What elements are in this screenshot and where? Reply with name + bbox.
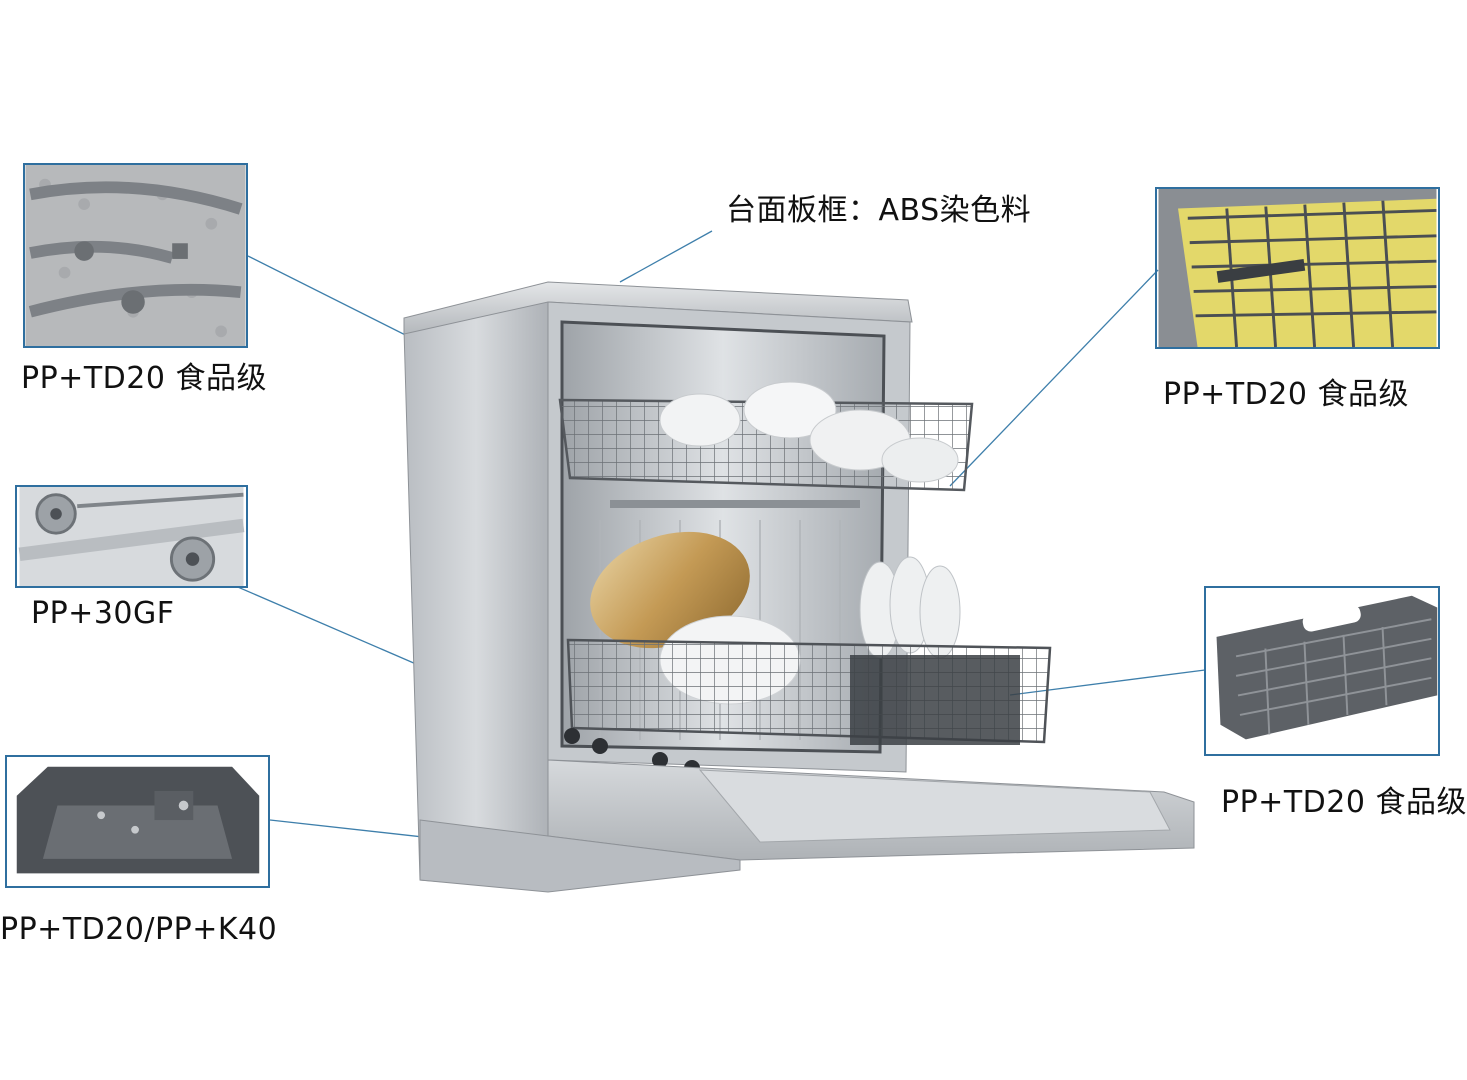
base-kickplate bbox=[419, 819, 741, 893]
upper-rack bbox=[558, 381, 974, 492]
upper-rack-material-label: PP+TD20 食品级 bbox=[1163, 377, 1409, 412]
spray-arm-material-label: PP+TD20 食品级 bbox=[21, 361, 267, 396]
spray-arm-photo bbox=[23, 163, 248, 348]
rack-wheel bbox=[564, 728, 580, 744]
rack-wheel-photo bbox=[15, 485, 248, 588]
upper-rack-image bbox=[1158, 189, 1437, 348]
lower-rack bbox=[566, 638, 1052, 745]
cutlery-basket-material-label: PP+TD20 食品级 bbox=[1221, 785, 1467, 820]
wheel-material-label: PP+30GF bbox=[31, 596, 175, 631]
cutlery-basket-in-rack bbox=[850, 655, 1020, 745]
rack-wheel-image bbox=[18, 487, 245, 586]
base-photo bbox=[5, 755, 270, 888]
cutlery-basket-photo bbox=[1204, 586, 1440, 756]
spray-arm-image bbox=[25, 165, 246, 346]
cabinet-side-panel bbox=[403, 295, 549, 891]
spray-arm bbox=[610, 500, 860, 508]
cutlery-basket-image bbox=[1206, 588, 1438, 754]
upper-rack-photo bbox=[1155, 187, 1440, 349]
countertop-material-label: 台面板框：ABS染色料 bbox=[726, 193, 1032, 228]
base-image bbox=[8, 757, 267, 886]
base-material-label: PP+TD20/PP+K40 bbox=[0, 912, 278, 947]
